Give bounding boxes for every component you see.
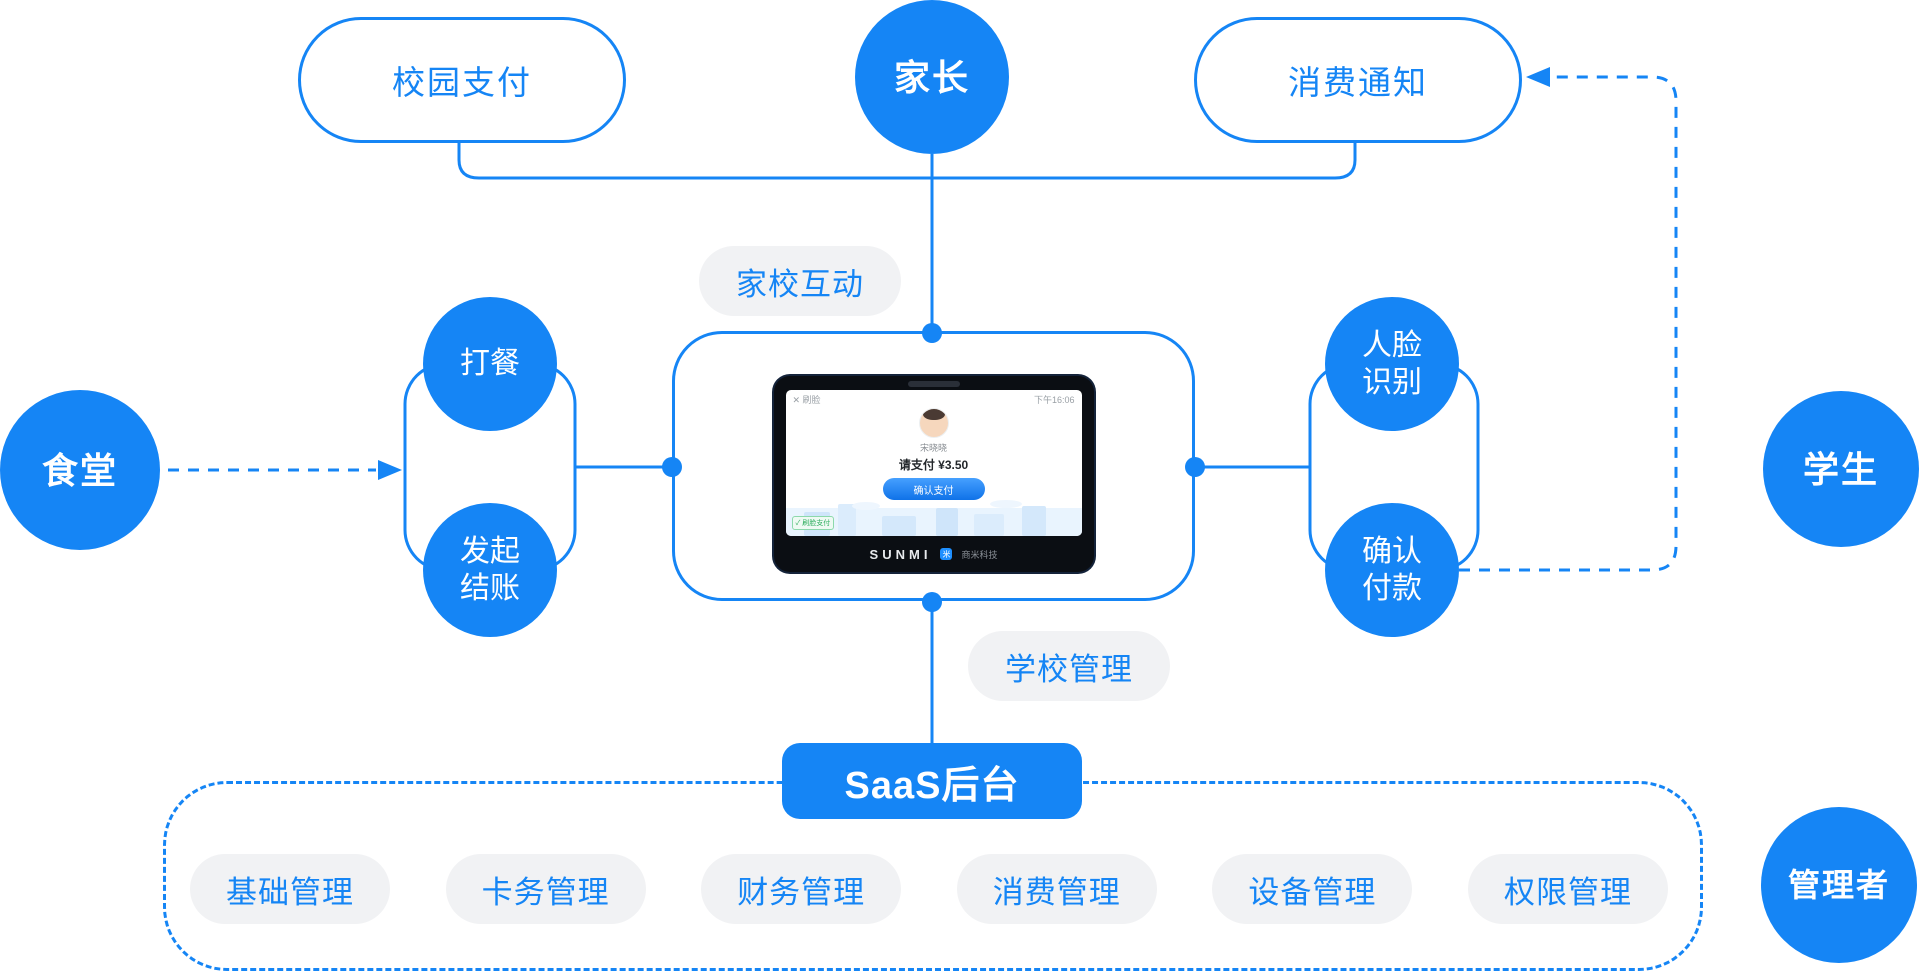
notify-pill: 消费通知 <box>1194 17 1522 143</box>
saas-backend-box: SaaS后台 <box>782 743 1082 819</box>
connector-top-bus <box>457 137 1357 180</box>
confirm-payment-circle: 确认 付款 <box>1325 503 1459 637</box>
camera-slot-icon <box>907 381 960 387</box>
pay-amount: 请支付 ¥3.50 <box>898 458 969 472</box>
student-circle: 学生 <box>1763 391 1919 547</box>
device-frame: ✕ 刷脸 下午16:06 宋晓晓 请支付 ¥3.50 确认支付 <box>672 331 1195 601</box>
module-pill-card: 卡务管理 <box>445 854 646 924</box>
module-pill-permission: 权限管理 <box>1467 854 1668 924</box>
sunmi-brand: SUNMI <box>869 546 932 562</box>
checkout-circle: 发起 结账 <box>423 503 557 637</box>
user-avatar <box>918 408 949 438</box>
user-name: 宋晓晓 <box>919 443 947 453</box>
notify-arrowhead-icon <box>1526 67 1550 87</box>
connector-notify-dashed <box>1459 75 1678 572</box>
payment-terminal: ✕ 刷脸 下午16:06 宋晓晓 请支付 ¥3.50 确认支付 <box>773 376 1094 572</box>
skyline-illustration <box>785 500 1082 536</box>
canteen-circle: 食堂 <box>0 390 160 550</box>
parent-circle: 家长 <box>855 0 1009 154</box>
sunmi-brand-cn: 商米科技 <box>961 549 998 560</box>
module-pill-device: 设备管理 <box>1212 854 1413 924</box>
campus-pay-pill: 校园支付 <box>298 17 626 143</box>
screen-time-label: 下午16:06 <box>1033 395 1075 405</box>
face-pay-badge: ✓ 刷脸支付 <box>791 516 835 530</box>
admin-circle: 管理者 <box>1761 807 1917 963</box>
school-manage-label: 学校管理 <box>968 631 1170 701</box>
dot-device-bottom <box>922 592 942 612</box>
module-pill-consume: 消费管理 <box>956 854 1157 924</box>
sunmi-logo-icon: 米 <box>940 548 953 560</box>
avatar-hair-icon <box>922 409 945 420</box>
canteen-arrowhead-icon <box>378 460 402 480</box>
confirm-pay-button: 确认支付 <box>882 478 985 500</box>
screen-close-label: ✕ 刷脸 <box>792 395 821 405</box>
modules-row: 基础管理 卡务管理 财务管理 消费管理 设备管理 权限管理 <box>190 854 1668 924</box>
device-screen: ✕ 刷脸 下午16:06 宋晓晓 请支付 ¥3.50 确认支付 <box>785 390 1082 536</box>
module-pill-basic: 基础管理 <box>190 854 390 924</box>
serve-meal-circle: 打餐 <box>423 297 557 431</box>
face-recognition-circle: 人脸 识别 <box>1325 297 1459 431</box>
module-pill-finance: 财务管理 <box>701 854 902 924</box>
home-school-label: 家校互动 <box>699 246 901 316</box>
dot-device-right <box>1185 457 1205 477</box>
